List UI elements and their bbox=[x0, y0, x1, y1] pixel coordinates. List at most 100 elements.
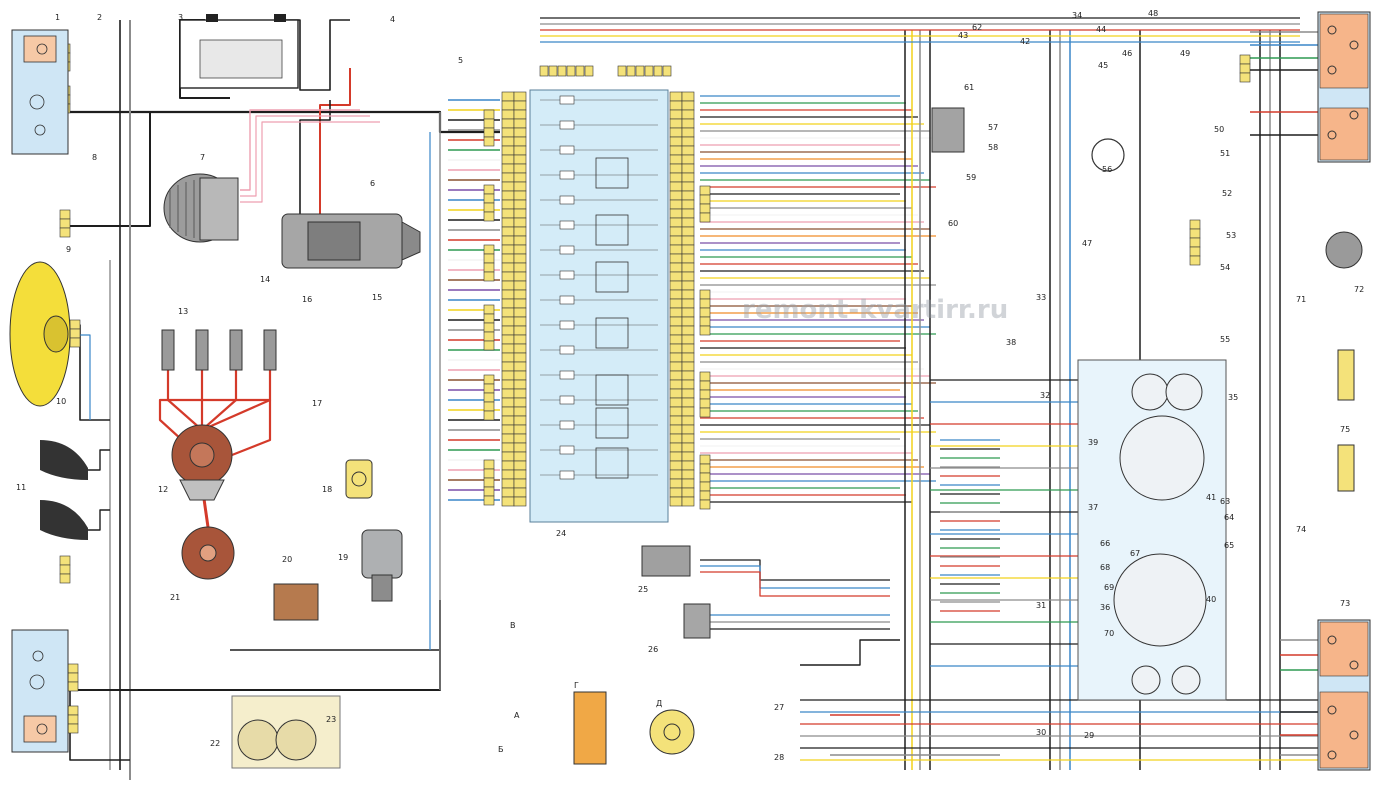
connector-pin-left bbox=[501, 388, 515, 399]
ignition-switch bbox=[1091, 138, 1125, 172]
lamp-connector bbox=[67, 723, 79, 734]
connector-pin-right bbox=[669, 334, 683, 345]
component-label-40: 40 bbox=[1206, 595, 1216, 604]
connector-block bbox=[699, 212, 711, 223]
connector-pin-right bbox=[669, 469, 683, 480]
battery bbox=[179, 14, 299, 89]
connector-top bbox=[662, 65, 672, 77]
connector-pin-left bbox=[513, 478, 527, 489]
connector-pin-right bbox=[669, 280, 683, 291]
component-label-54: 54 bbox=[1220, 263, 1230, 272]
component-label-39: 39 bbox=[1088, 438, 1098, 447]
fuse bbox=[559, 395, 575, 405]
connector-block bbox=[1189, 246, 1201, 257]
connector-pin-left bbox=[513, 397, 527, 408]
connector-top bbox=[653, 65, 663, 77]
wire-relay-c bbox=[700, 571, 890, 597]
connector-top bbox=[635, 65, 645, 77]
connector-block bbox=[699, 481, 711, 492]
component-label-3: 3 bbox=[178, 13, 183, 22]
component-label-67: 67 bbox=[1130, 549, 1140, 558]
connector-pin-left bbox=[501, 271, 515, 282]
connector-pin-right bbox=[669, 244, 683, 255]
connector-block bbox=[699, 463, 711, 474]
connector-pin-right bbox=[681, 154, 695, 165]
connector-pin-left bbox=[513, 460, 527, 471]
connector-pin-left bbox=[501, 109, 515, 120]
connector-pin-left bbox=[501, 460, 515, 471]
relay bbox=[595, 317, 629, 349]
component-label-72: 72 bbox=[1354, 285, 1364, 294]
lamp-connector bbox=[59, 555, 71, 566]
connector-pin-right bbox=[669, 118, 683, 129]
connector-pin-right bbox=[669, 235, 683, 246]
connector-pin-right bbox=[669, 127, 683, 138]
connector-pin-right bbox=[681, 244, 695, 255]
connector-pin-left bbox=[513, 379, 527, 390]
connector-pin-left bbox=[501, 433, 515, 444]
lamp-connector bbox=[69, 328, 81, 339]
connector-block bbox=[483, 262, 495, 273]
connector-pin-left bbox=[501, 145, 515, 156]
connector-pin-right bbox=[669, 271, 683, 282]
connector-block bbox=[483, 468, 495, 479]
oil-pressure-sensor bbox=[345, 459, 373, 499]
wire-ht-loop bbox=[158, 398, 272, 457]
component-label-71: 71 bbox=[1296, 295, 1306, 304]
connector-block bbox=[483, 271, 495, 282]
connector-pin-right bbox=[681, 307, 695, 318]
connector-letter: Г bbox=[574, 681, 579, 690]
fuse bbox=[559, 245, 575, 255]
fuse bbox=[559, 320, 575, 330]
lamp-connector bbox=[59, 564, 71, 575]
connector-block bbox=[699, 454, 711, 465]
component-label-28: 28 bbox=[774, 753, 784, 762]
component-label-2: 2 bbox=[97, 13, 102, 22]
relay bbox=[595, 407, 629, 439]
connector-pin-left bbox=[513, 163, 527, 174]
connector-block bbox=[483, 118, 495, 129]
connector-pin-right bbox=[681, 145, 695, 156]
component-label-30: 30 bbox=[1036, 728, 1046, 737]
connector-pin-right bbox=[669, 361, 683, 372]
connector-pin-left bbox=[513, 208, 527, 219]
connector-block bbox=[483, 322, 495, 333]
starter-motor bbox=[281, 213, 421, 269]
component-label-42: 42 bbox=[1020, 37, 1030, 46]
connector-pin-right bbox=[669, 496, 683, 507]
connector-pin-right bbox=[669, 352, 683, 363]
component-label-32: 32 bbox=[1040, 391, 1050, 400]
component-label-13: 13 bbox=[178, 307, 188, 316]
fuel-sender bbox=[1325, 231, 1363, 269]
component-label-18: 18 bbox=[322, 485, 332, 494]
connector-pin-left bbox=[513, 280, 527, 291]
fuse bbox=[559, 345, 575, 355]
connector-pin-right bbox=[681, 433, 695, 444]
wire-alt-pink-3 bbox=[240, 121, 380, 203]
connector-pin-right bbox=[669, 370, 683, 381]
connector-block bbox=[483, 109, 495, 120]
connector-pin-left bbox=[501, 91, 515, 102]
connector-pin-left bbox=[501, 406, 515, 417]
connector-pin-right bbox=[681, 334, 695, 345]
connector-pin-right bbox=[681, 235, 695, 246]
fuse bbox=[559, 470, 575, 480]
connector-block bbox=[1189, 237, 1201, 248]
component-label-45: 45 bbox=[1098, 61, 1108, 70]
connector-pin-right bbox=[669, 172, 683, 183]
component-label-60: 60 bbox=[948, 219, 958, 228]
connector-pin-right bbox=[669, 325, 683, 336]
fuse bbox=[559, 120, 575, 130]
connector-block bbox=[1189, 228, 1201, 239]
instrument-cluster bbox=[1077, 359, 1227, 701]
component-label-8: 8 bbox=[92, 153, 97, 162]
connector-pin-right bbox=[669, 451, 683, 462]
component-label-5: 5 bbox=[458, 56, 463, 65]
ignition-coil bbox=[181, 526, 235, 580]
connector-pin-right bbox=[681, 487, 695, 498]
connector-pin-left bbox=[501, 442, 515, 453]
connector-block bbox=[1239, 54, 1251, 65]
connector-pin-right bbox=[681, 406, 695, 417]
connector-pin-left bbox=[501, 307, 515, 318]
wire-sensor-1 bbox=[800, 639, 900, 666]
